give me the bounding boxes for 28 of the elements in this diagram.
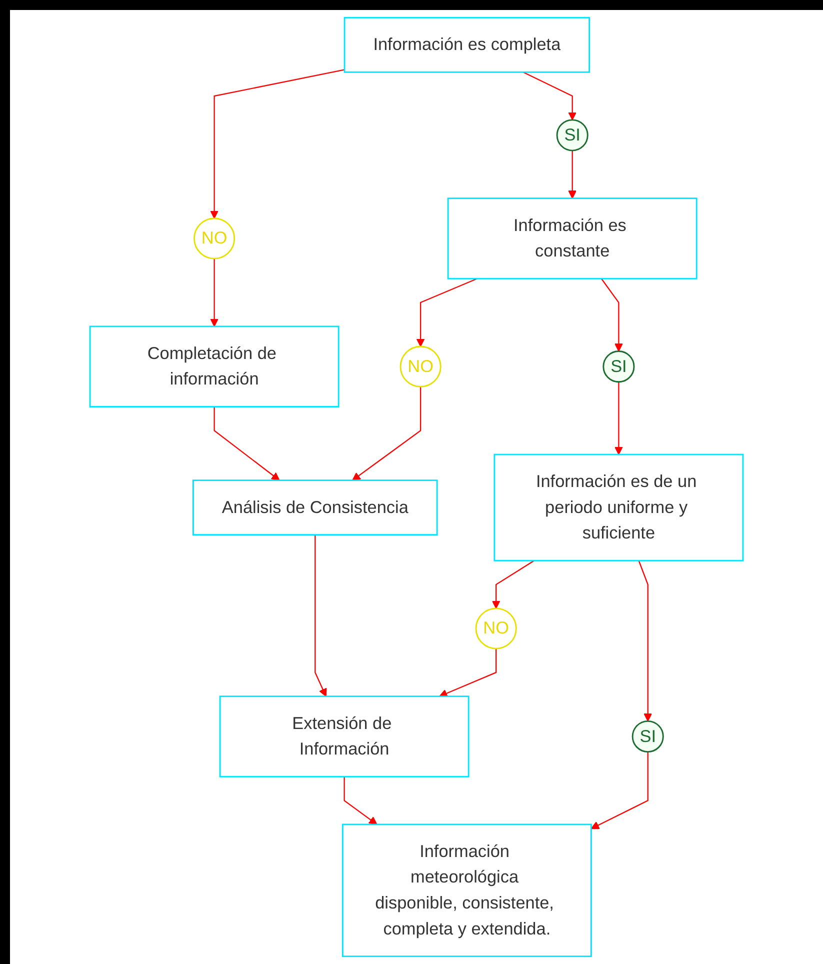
arrow: [614, 382, 623, 455]
node-box: Información es constante: [447, 198, 698, 280]
node-box: Información es completa: [344, 16, 590, 73]
arrow: [492, 560, 534, 609]
arrow: [416, 278, 478, 347]
node-circle: NO: [400, 346, 442, 388]
node-box: Análisis de Consistencia: [192, 480, 438, 536]
arrow: [568, 150, 577, 199]
node-box: Información meteorológica disponible, consistente, completa y extendida.: [342, 824, 592, 958]
arrow: [214, 406, 280, 481]
node-box: Completación de información: [89, 326, 340, 408]
arrow: [210, 258, 218, 327]
node-circle: NO: [475, 608, 517, 650]
arrow: [210, 69, 345, 219]
node-circle: SI: [556, 119, 588, 152]
arrow: [522, 72, 577, 120]
node-circle: SI: [602, 350, 635, 383]
arrow: [600, 278, 623, 352]
arrow: [638, 560, 652, 722]
arrow: [352, 386, 422, 481]
arrow: [590, 752, 648, 830]
node-circle: SI: [632, 720, 664, 753]
node-box: Información es de un periodo uniforme y suficiente: [494, 454, 744, 562]
arrow: [439, 648, 497, 698]
node-box: Extensión de Información: [219, 696, 470, 778]
node-circle: NO: [194, 218, 236, 260]
arrow: [314, 534, 327, 697]
arrow: [344, 776, 378, 825]
